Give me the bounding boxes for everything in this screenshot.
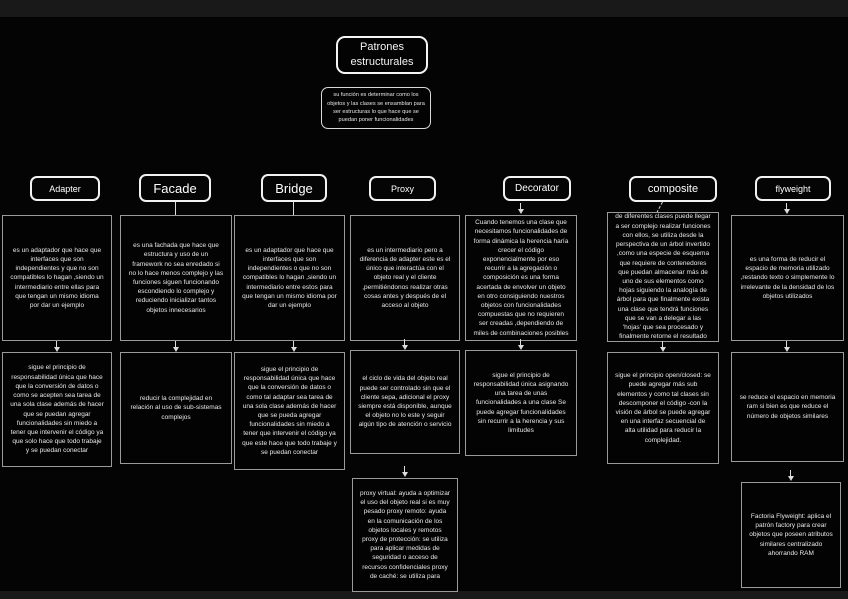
- connector-arrow-decorator-2: [517, 339, 524, 350]
- decorator-principle-box[interactable]: sigue el principio de responsabilidad ún…: [465, 350, 577, 456]
- root-note-node[interactable]: su función es determinar como los objeto…: [321, 87, 431, 129]
- root-title-node[interactable]: Patrones estructurales: [336, 36, 428, 74]
- arrow-down-icon: [783, 347, 790, 352]
- pattern-header-decorator[interactable]: Decorator: [503, 176, 571, 201]
- box-text: sigue el principio de responsabilidad ún…: [10, 364, 104, 455]
- arrow-down-icon: [53, 347, 60, 352]
- root-note-text: su función es determinar como los objeto…: [327, 92, 425, 124]
- box-text: es una forma de reducir el espacio de me…: [740, 255, 835, 300]
- pattern-header-bridge[interactable]: Bridge: [261, 174, 327, 202]
- connector-arrow-proxy-3: [401, 466, 408, 477]
- connector-arrow-adapter-2: [53, 341, 60, 352]
- box-text: sigue el principio de responsabilidad ún…: [473, 371, 569, 435]
- composite-description-box[interactable]: Cuando tenemos varios objetos de diferen…: [607, 212, 719, 342]
- pattern-label: Proxy: [390, 183, 414, 194]
- connector-arrow-bridge-2: [290, 341, 297, 352]
- pattern-label: Adapter: [49, 183, 81, 194]
- pattern-header-adapter[interactable]: Adapter: [30, 176, 100, 201]
- pattern-label: flyweight: [775, 183, 811, 194]
- pattern-header-proxy[interactable]: Proxy: [369, 176, 436, 201]
- connector-arrow-flyweight-2: [783, 341, 790, 352]
- connector-arrow-flyweight-3: [787, 470, 794, 481]
- connector-line-facade: [175, 202, 176, 215]
- arrow-down-icon: [783, 209, 790, 214]
- bridge-principle-box[interactable]: sigue el principio de responsabilidad ún…: [234, 352, 345, 470]
- box-text: proxy virtual: ayuda a optimizar el uso …: [360, 489, 450, 580]
- bridge-description-box[interactable]: es un adaptador que hace que interfaces …: [234, 215, 345, 341]
- pattern-header-facade[interactable]: Facade: [139, 174, 211, 202]
- box-text: Cuando tenemos varios objetos de diferen…: [615, 213, 711, 341]
- connector-arrow-flyweight: [783, 203, 790, 214]
- facade-description-box[interactable]: es una fachada que hace que estructura y…: [120, 215, 232, 341]
- bottom-bar: [0, 591, 848, 599]
- arrow-down-icon: [517, 345, 524, 350]
- facade-principle-box[interactable]: reducir la complejidad en relación al us…: [120, 352, 232, 464]
- top-bar: [0, 0, 848, 17]
- adapter-principle-box[interactable]: sigue el principio de responsabilidad ún…: [2, 352, 112, 467]
- box-text: Cuando tenemos una clase que necesitamos…: [473, 219, 569, 337]
- arrow-down-icon: [401, 345, 408, 350]
- box-text: se reduce el espacio en memoria ram si b…: [739, 394, 836, 420]
- pattern-label: composite: [647, 183, 699, 195]
- connector-arrow-facade-2: [172, 341, 179, 352]
- box-text: es un intermediario pero a diferencia de…: [359, 246, 451, 310]
- arrow-down-icon: [659, 347, 666, 352]
- pattern-label: Facade: [153, 180, 197, 196]
- pattern-label: Bridge: [275, 180, 313, 196]
- pattern-label: Decorator: [515, 183, 559, 194]
- box-text: es un adaptador que hace que interfaces …: [10, 246, 104, 310]
- flyweight-description-box[interactable]: es una forma de reducir el espacio de me…: [731, 215, 844, 341]
- adapter-description-box[interactable]: es un adaptador que hace que interfaces …: [2, 215, 112, 341]
- arrow-down-icon: [401, 472, 408, 477]
- arrow-down-icon: [290, 347, 297, 352]
- pattern-header-flyweight[interactable]: flyweight: [755, 176, 831, 201]
- proxy-lifecycle-box[interactable]: el ciclo de vida del objeto real puede s…: [350, 350, 460, 454]
- box-text: reducir la complejidad en relación al us…: [130, 395, 222, 421]
- box-text: el ciclo de vida del objeto real puede s…: [358, 375, 452, 429]
- proxy-description-box[interactable]: es un intermediario pero a diferencia de…: [350, 215, 460, 341]
- arrow-down-icon: [172, 347, 179, 352]
- pattern-header-composite[interactable]: composite: [629, 176, 717, 202]
- box-text: sigue el principio de responsabilidad ún…: [242, 365, 337, 456]
- composite-principle-box[interactable]: sigue el principio open/closed: se puede…: [607, 352, 719, 464]
- arrow-down-icon: [517, 209, 524, 214]
- box-text: es un adaptador que hace que interfaces …: [242, 246, 337, 310]
- decorator-description-box[interactable]: Cuando tenemos una clase que necesitamos…: [465, 215, 577, 341]
- proxy-types-box[interactable]: proxy virtual: ayuda a optimizar el uso …: [352, 478, 458, 592]
- connector-line-bridge: [293, 202, 294, 215]
- flyweight-factory-box[interactable]: Factoria Flyweight: aplica el patrón fac…: [741, 482, 841, 588]
- flyweight-memory-box[interactable]: se reduce el espacio en memoria ram si b…: [731, 352, 844, 462]
- root-title-label: Patrones estructurales: [350, 41, 414, 68]
- connector-arrow-composite-2: [659, 341, 666, 352]
- connector-arrow-proxy-2: [401, 339, 408, 350]
- box-text: sigue el principio open/closed: se puede…: [615, 372, 711, 444]
- arrow-down-icon: [787, 476, 794, 481]
- box-text: es una fachada que hace que estructura y…: [128, 242, 224, 314]
- connector-arrow-decorator: [517, 203, 524, 214]
- box-text: Factoria Flyweight: aplica el patrón fac…: [749, 512, 833, 557]
